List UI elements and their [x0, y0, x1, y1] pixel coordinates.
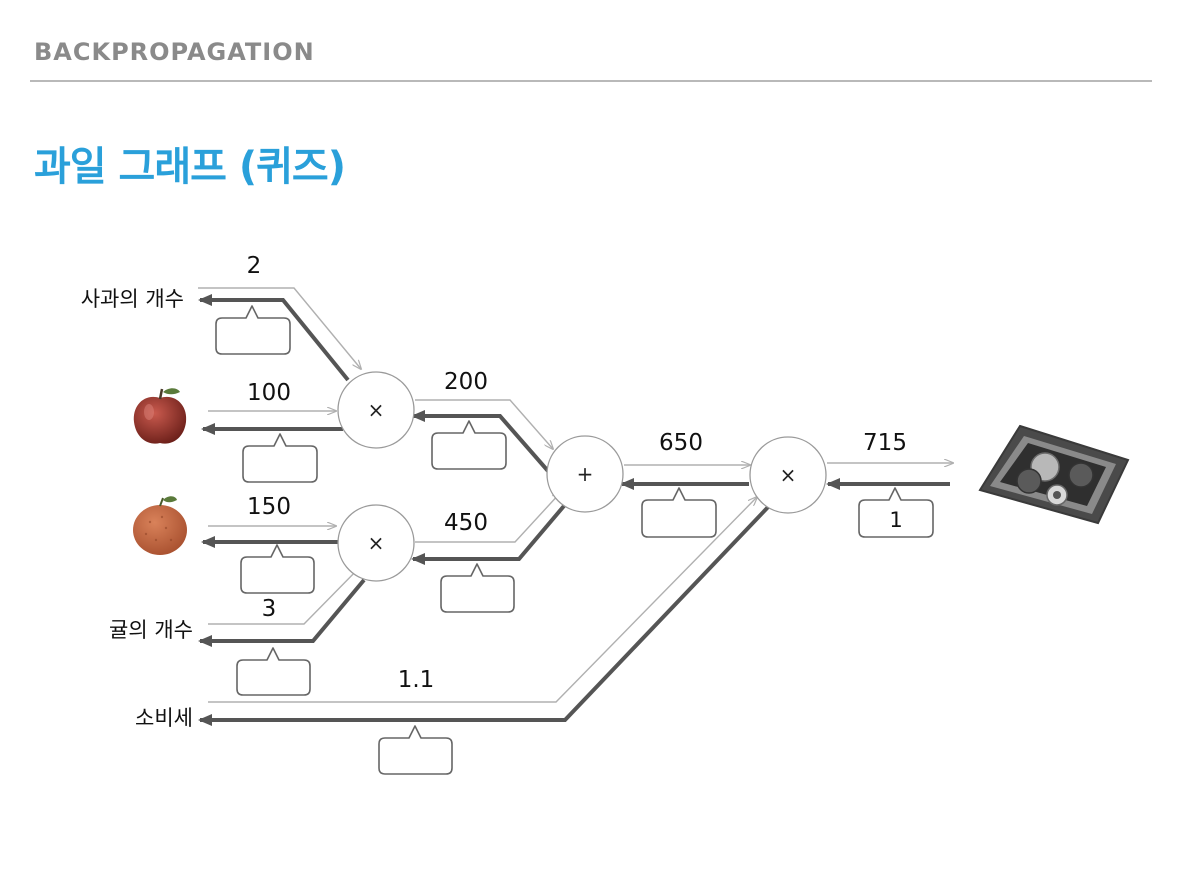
mul-node-tax-symbol: ×: [780, 463, 797, 487]
value-tax: 1.1: [398, 667, 435, 693]
gradient-box-apple-price: [242, 433, 318, 483]
coin-tray-icon: [978, 424, 1130, 525]
value-apple-price: 100: [247, 380, 291, 406]
gradient-box-orange-total: [440, 563, 515, 613]
gradient-box-apple-total: [431, 420, 507, 470]
mul-node-orange: [337, 504, 415, 582]
add-node: [546, 435, 624, 513]
gradient-box-tax: [378, 725, 453, 775]
gradient-box-sum: [641, 487, 717, 538]
edge-apple-total-forward: [415, 399, 553, 449]
edge-orange-total-forward: [415, 492, 561, 543]
value-orange-count: 3: [262, 596, 277, 622]
value-orange-price: 150: [247, 494, 291, 520]
edge-orange-count-backward: [198, 578, 366, 647]
label-apple-count: 사과의 개수: [81, 287, 184, 311]
value-final: 715: [863, 430, 907, 456]
edge-tax-forward: [208, 497, 757, 703]
mul-node-tax: [749, 436, 827, 514]
edge-apple-total-backward: [411, 410, 550, 473]
edge-tax-backward: [198, 503, 772, 726]
mul-node-apple-symbol: ×: [368, 398, 385, 422]
value-apple-total: 200: [444, 369, 488, 395]
gradient-box-final: [858, 487, 934, 538]
apple-icon: [133, 388, 187, 444]
value-orange-total: 450: [444, 510, 488, 536]
label-orange-count: 귤의 개수: [109, 618, 193, 642]
mul-node-orange-symbol: ×: [368, 531, 385, 555]
page-title: 과일 그래프 (퀴즈): [34, 144, 346, 190]
mul-node-apple: [337, 371, 415, 449]
gradient-box-apple-count: [215, 305, 291, 355]
edge-orange-count-forward: [208, 565, 362, 625]
orange-icon: [133, 496, 187, 555]
header-divider: [30, 80, 1152, 82]
gradient-box-orange-count: [236, 647, 311, 696]
gradient-final: 1: [889, 508, 902, 532]
value-sum: 650: [659, 430, 703, 456]
edge-apple-count-forward: [198, 287, 361, 369]
edge-apple-count-backward: [198, 294, 350, 382]
label-tax: 소비세: [135, 706, 193, 730]
section-label: BACKPROPAGATION: [34, 38, 315, 66]
value-apple-count: 2: [247, 253, 262, 279]
gradient-box-orange-price: [240, 544, 315, 594]
add-node-symbol: +: [577, 462, 594, 486]
edge-orange-total-backward: [411, 498, 571, 565]
